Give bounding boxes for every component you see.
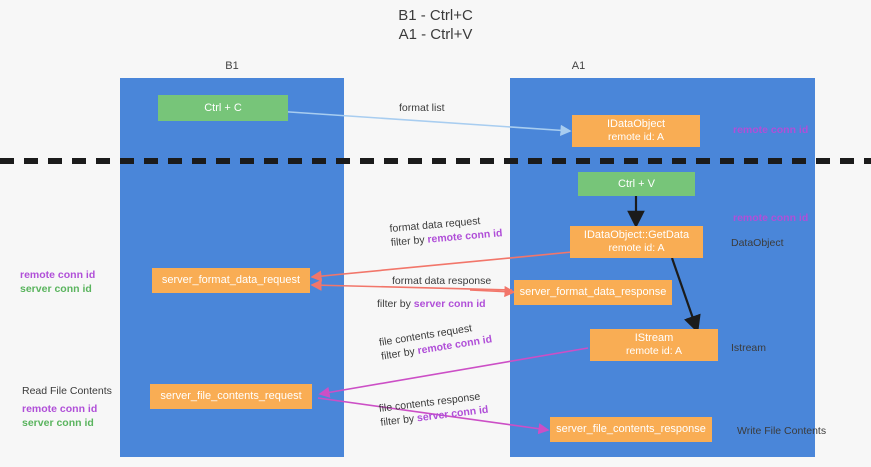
annotation-write-file-contents: Write File Contents xyxy=(737,425,827,437)
annotation-istream: Istream xyxy=(731,342,767,354)
page-title: B1 - Ctrl+C A1 - Ctrl+V xyxy=(0,6,871,44)
annotation-remote-conn-id-mid: remote conn id xyxy=(733,212,809,224)
phase-divider xyxy=(0,158,871,164)
annotation-remote-conn-id-top: remote conn id xyxy=(733,124,809,136)
annotation-left-remote-conn-id-mid: remote conn id xyxy=(20,269,96,281)
edge-label-format-data-response: format data response xyxy=(392,274,491,288)
annotation-read-file-contents: Read File Contents xyxy=(22,385,112,397)
node-istream[interactable]: IStream remote id: A xyxy=(590,329,718,361)
lane-heading-b1-line1: B1 xyxy=(225,60,239,72)
node-idataobject-getdata[interactable]: IDataObject::GetData remote id: A xyxy=(570,226,703,258)
lane-heading-a1-line1: A1 xyxy=(571,60,586,72)
node-server-format-data-request[interactable]: server_format_data_request xyxy=(152,268,310,293)
edge-label-file-contents-response: file contents response filter by server … xyxy=(378,389,489,430)
node-ctrl-c-label: Ctrl + C xyxy=(204,101,242,114)
connector-response-into-box xyxy=(469,285,516,298)
node-server-file-contents-request[interactable]: server_file_contents_request xyxy=(150,384,312,409)
page-title-line2: A1 - Ctrl+V xyxy=(398,26,473,43)
node-server-format-data-response[interactable]: server_format_data_response xyxy=(514,280,672,305)
filter-prefix: filter by xyxy=(390,233,428,249)
node-istream-label: IStream xyxy=(634,332,674,344)
edge-label-format-data-response-filter: filter by server conn id xyxy=(377,297,486,311)
node-ctrl-c[interactable]: Ctrl + C xyxy=(158,95,288,121)
node-idataobject-getdata-sublabel: remote id: A xyxy=(608,242,665,254)
node-server-file-contents-response[interactable]: server_file_contents_response xyxy=(550,417,712,442)
node-server-format-data-response-label: server_format_data_response xyxy=(519,286,667,298)
node-server-format-data-request-label: server_format_data_request xyxy=(161,274,301,286)
edge-label-format-data-response-title: format data response xyxy=(392,275,492,287)
node-server-file-contents-request-label: server_file_contents_request xyxy=(160,390,302,402)
node-idataobject-sublabel: remote id: A xyxy=(607,131,665,143)
edge-label-format-list: format list xyxy=(399,102,445,114)
node-istream-sublabel: remote id: A xyxy=(625,345,683,357)
page-title-line1: B1 - Ctrl+C xyxy=(398,7,473,24)
annotation-left-server-conn-id-mid: server conn id xyxy=(20,283,92,295)
edge-label-file-contents-request: file contents request filter by remote c… xyxy=(378,318,493,363)
annotation-dataobject: DataObject xyxy=(731,237,784,249)
annotation-left-remote-conn-id-bottom: remote conn id xyxy=(22,403,98,415)
node-ctrl-v[interactable]: Ctrl + V xyxy=(578,172,695,196)
node-idataobject[interactable]: IDataObject remote id: A xyxy=(572,115,700,147)
edge-label-format-data-request: format data request filter by remote con… xyxy=(389,212,503,250)
node-idataobject-label: IDataObject xyxy=(606,118,666,130)
filter-key-server-conn-id: server conn id xyxy=(413,298,486,310)
node-idataobject-getdata-label: IDataObject::GetData xyxy=(583,229,690,241)
annotation-left-server-conn-id-bottom: server conn id xyxy=(22,417,94,429)
node-ctrl-v-label: Ctrl + V xyxy=(618,177,655,190)
node-server-file-contents-response-label: server_file_contents_response xyxy=(556,423,706,435)
filter-prefix: filter by xyxy=(379,412,418,429)
filter-prefix: filter by xyxy=(377,298,414,310)
